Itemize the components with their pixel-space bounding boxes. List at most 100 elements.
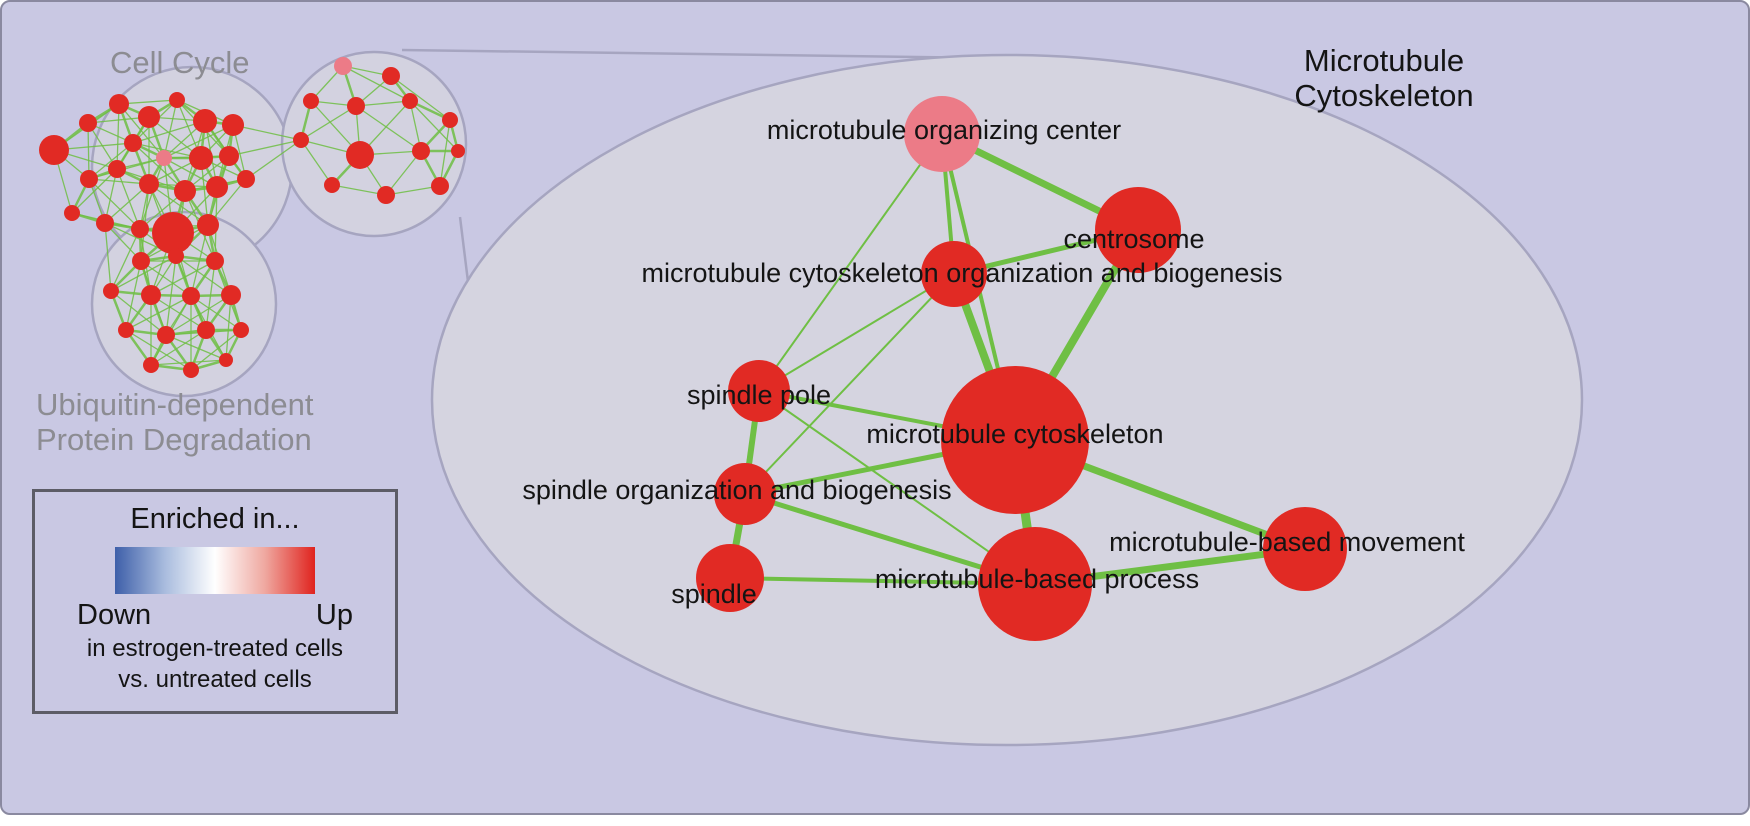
node-mt-org — [921, 241, 987, 307]
overview-node — [206, 252, 224, 270]
cluster-label-cell-cycle: Cell Cycle — [110, 45, 250, 80]
node-label-spindle-org: spindle organization and biogenesis — [522, 475, 951, 505]
cluster-label-microtubule-line1: Microtubule — [1303, 43, 1465, 78]
overview-node — [442, 112, 458, 128]
overview-edge — [342, 65, 411, 102]
edge-moc--spindle-pole — [758, 133, 943, 392]
overview-edge — [88, 142, 134, 180]
overview-node — [193, 109, 217, 133]
overview-node — [382, 67, 400, 85]
overview-node — [39, 135, 69, 165]
node-label-centrosome: centrosome — [1063, 224, 1204, 254]
overview-edge — [116, 168, 141, 230]
cluster-label-ubiquitin-line1: Ubiquitin-dependent — [36, 387, 314, 422]
overview-node — [293, 132, 309, 148]
overview-node — [118, 322, 134, 338]
overview-node — [451, 144, 465, 158]
overview-node — [143, 357, 159, 373]
overview-node — [124, 134, 142, 152]
overview-edge — [175, 255, 232, 296]
overview-edge — [88, 178, 150, 185]
overview-node — [334, 57, 352, 75]
overview-edge — [385, 150, 422, 196]
overview-edge — [125, 295, 192, 331]
legend-gradient-bar — [115, 547, 315, 594]
overview-node — [103, 283, 119, 299]
overview-edge — [125, 260, 142, 331]
node-spindle-pole — [728, 360, 790, 422]
node-label-moc: microtubule organizing center — [767, 115, 1121, 145]
overview-edge — [88, 178, 141, 230]
overview-edge — [150, 329, 207, 366]
edge-mt-org--spindle-org — [744, 273, 955, 495]
node-label-spindle-pole: spindle pole — [687, 380, 831, 410]
overview-node — [219, 353, 233, 367]
node-label-mt-movement: microtubule-based movement — [1109, 527, 1465, 557]
overview-node — [219, 146, 239, 166]
overview-node — [303, 93, 319, 109]
overview-edge — [225, 294, 232, 361]
overview-node — [139, 174, 159, 194]
overview-edge — [165, 294, 232, 336]
node-spindle-org — [714, 463, 776, 525]
overview-node — [412, 142, 430, 160]
node-moc — [904, 96, 980, 172]
overview-node — [156, 150, 172, 166]
legend-up-label: Up — [315, 599, 353, 631]
overview-edge — [110, 255, 177, 292]
overview-node — [233, 322, 249, 338]
overview-edge — [165, 334, 227, 361]
overview-node — [197, 321, 215, 339]
overview-edge — [385, 185, 441, 196]
overview-edge — [110, 228, 141, 292]
overview-node — [402, 93, 418, 109]
overview-node — [377, 186, 395, 204]
overview-node — [324, 177, 340, 193]
legend-caption-line2: vs. untreated cells — [118, 666, 312, 693]
overview-node — [132, 252, 150, 270]
overview-node — [96, 214, 114, 232]
overview-node — [197, 214, 219, 236]
overview-edge — [245, 139, 302, 180]
node-mt-movement — [1263, 507, 1347, 591]
overview-edge — [148, 183, 209, 226]
overview-edge — [150, 260, 216, 296]
overview-edge — [87, 122, 118, 170]
node-centrosome — [1095, 187, 1181, 273]
overview-node — [64, 205, 80, 221]
legend-down-label: Down — [77, 599, 152, 631]
overview-edge — [300, 105, 357, 141]
node-label-mt-process: microtubule-based process — [875, 564, 1199, 594]
overview-node — [131, 220, 149, 238]
overview-edge — [140, 260, 192, 297]
overview-edge — [355, 105, 422, 152]
overview-edge — [87, 122, 90, 180]
overview-edge — [71, 168, 118, 214]
overview-node — [189, 146, 213, 170]
overview-edge — [190, 329, 242, 371]
overview-node — [183, 362, 199, 378]
overview-node — [206, 176, 228, 198]
edge-mt-org--spindle-pole — [758, 273, 955, 392]
overview-cluster-circle — [280, 50, 468, 238]
overview-edge — [228, 139, 302, 157]
overview-node — [346, 141, 374, 169]
overview-edge — [150, 294, 207, 331]
overview-edge — [331, 184, 387, 196]
cluster-label-ubiquitin-line2: Protein Degradation — [36, 421, 312, 457]
overview-node — [182, 287, 200, 305]
node-label-mt-org: microtubule cytoskeleton organization an… — [642, 258, 1283, 288]
legend-title: Enriched in... — [130, 503, 300, 535]
overview-node — [221, 285, 241, 305]
overview-node — [157, 326, 175, 344]
overview-edge — [439, 119, 451, 187]
overview-edge — [116, 103, 120, 170]
legend-scale-labels: Down Up — [35, 594, 395, 632]
overview-edge — [390, 75, 451, 121]
cluster-label-ubiquitin: Ubiquitin-dependent Protein Degradation — [36, 387, 314, 457]
overview-edge — [104, 222, 112, 292]
node-mt-process — [978, 527, 1092, 641]
overview-node — [237, 170, 255, 188]
